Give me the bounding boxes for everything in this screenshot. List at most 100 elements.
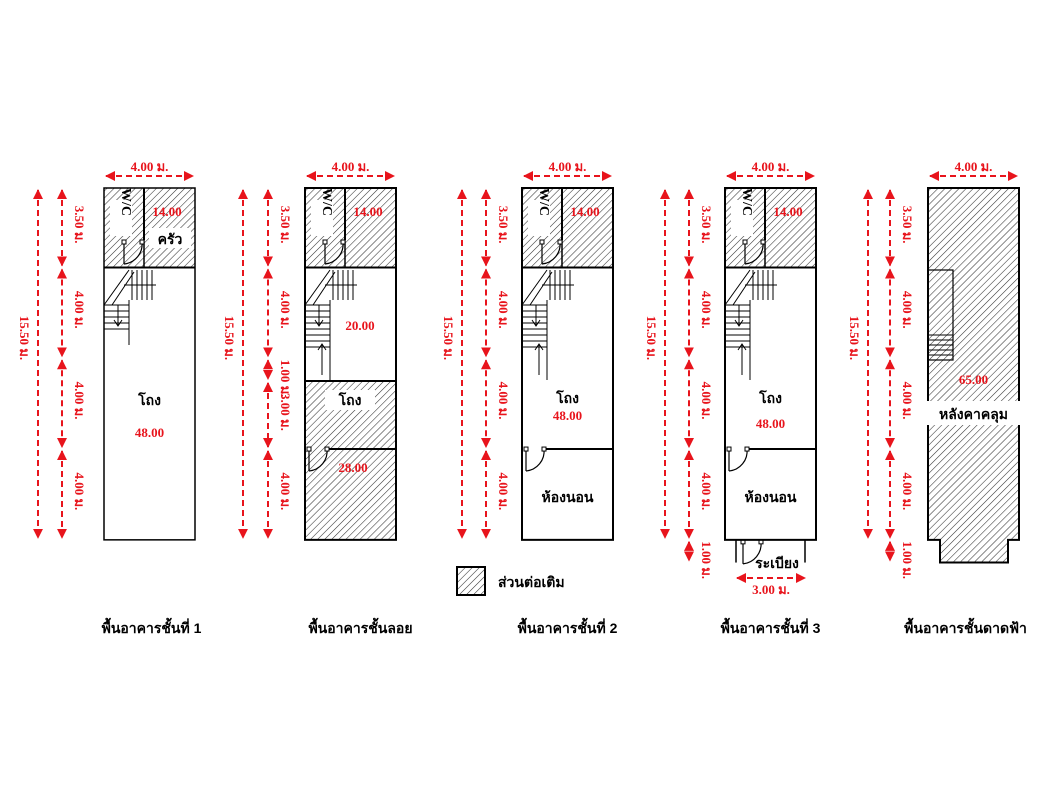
floor-plan-4: 4.00 ม.15.50 ม.3.50 ม.4.00 ม.4.00 ม.4.00… xyxy=(644,159,817,597)
segment-length-label: 3.00 ม. xyxy=(278,393,293,431)
segment-length-label: 4.00 ม. xyxy=(496,472,511,510)
top-area-label: 14.00 xyxy=(353,204,382,219)
wc-door-icon xyxy=(322,239,346,265)
staircase xyxy=(521,269,574,380)
outer-wall xyxy=(724,187,817,541)
width-dimension-label: 4.00 ม. xyxy=(549,159,587,174)
stair-up-arrow-icon xyxy=(317,343,327,375)
segment-length-label: 4.00 ม. xyxy=(72,382,87,420)
label-background xyxy=(325,390,375,410)
wall-line xyxy=(732,271,756,306)
floor-title: พื้นอาคารชั้นที่ 1 xyxy=(102,617,202,636)
top-area-label: 14.00 xyxy=(152,204,181,219)
wc-door-icon xyxy=(742,239,766,265)
total-length-label: 15.50 ม. xyxy=(17,316,32,360)
kitchen-label: ครัว xyxy=(158,232,183,248)
segment-length-label: 4.00 ม. xyxy=(72,472,87,510)
width-dimension-label: 4.00 ม. xyxy=(752,159,790,174)
staircase xyxy=(103,269,156,345)
stair-up-arrow-icon xyxy=(534,343,544,375)
floor-plan-3: 4.00 ม. 15.50 ม. 3.50 ม. 4.00 ม. 4.00 ม. 4.00… xyxy=(441,159,614,541)
wall-line xyxy=(103,269,130,306)
segment-length-label: 4.00 ม. xyxy=(699,291,714,329)
floor-title: พื้นอาคารชั้นที่ 2 xyxy=(518,617,618,636)
staircase xyxy=(724,269,777,380)
label-background xyxy=(528,200,550,236)
door-icon xyxy=(306,446,330,472)
segment-length-label: 1.00 ม. xyxy=(699,541,714,579)
segment-length-label: 4.00 ม. xyxy=(496,382,511,420)
hall-label: โถง xyxy=(555,389,579,407)
staircase xyxy=(304,269,357,380)
roof-cover-label: หลังคาคลุม xyxy=(939,407,1008,423)
bedroom-label: ห้องนอน xyxy=(744,490,796,506)
mezzanine-area-label: 20.00 xyxy=(345,318,374,333)
segment-length-label: 4.00 ม. xyxy=(900,472,915,510)
door-icon xyxy=(523,446,547,472)
balcony: ระเบียง xyxy=(735,539,806,572)
outer-wall xyxy=(103,187,196,541)
segment-length-label: 4.00 ม. xyxy=(278,291,293,329)
stair-arrow-icon xyxy=(314,305,324,327)
top-area-label: 14.00 xyxy=(570,204,599,219)
legend-label: ส่วนต่อเติม xyxy=(498,575,565,591)
segment-length-label: 4.00 ม. xyxy=(699,382,714,420)
segment-length-label: 4.00 ม. xyxy=(699,472,714,510)
roof-slab xyxy=(927,187,1020,564)
hall-label: โถง xyxy=(338,391,362,409)
label-background xyxy=(311,200,333,236)
wall-line xyxy=(111,271,135,306)
balcony-width-label: 3.00 ม. xyxy=(752,582,790,597)
segment-length-label: 1.00 ม. xyxy=(900,541,915,579)
bedroom-label: ห้องนอน xyxy=(541,490,593,506)
label-background xyxy=(110,200,132,236)
segment-length-label: 1.00 ม. xyxy=(278,360,293,398)
wall-line xyxy=(312,271,336,306)
door-icon xyxy=(726,446,750,472)
segment-length-label: 3.50 ม. xyxy=(900,206,915,244)
top-area-label: 14.00 xyxy=(773,204,802,219)
label-background xyxy=(731,200,753,236)
segment-length-label: 3.50 ม. xyxy=(699,206,714,244)
segment-length-label: 4.00 ม. xyxy=(900,382,915,420)
stair-up-arrow-icon xyxy=(737,343,747,375)
segment-length-label: 3.50 ม. xyxy=(278,206,293,244)
label-background xyxy=(149,228,191,248)
hall-label: โถง xyxy=(758,389,782,407)
legend: ส่วนต่อเติม xyxy=(456,566,565,596)
wc-door-icon xyxy=(121,239,145,265)
segment-length-label: 3.50 ม. xyxy=(496,206,511,244)
wc-label: W/C xyxy=(118,188,133,216)
hall-label: โถง xyxy=(137,391,161,409)
floor-title: พื้นอาคารชั้นดาดฟ้า xyxy=(904,617,1027,636)
outer-wall xyxy=(521,187,614,541)
outer-wall xyxy=(304,187,397,541)
floor-title: พื้นอาคารชั้นลอย xyxy=(308,617,412,636)
segment-length-label: 4.00 ม. xyxy=(278,472,293,510)
balcony-label: ระเบียง xyxy=(755,556,799,572)
segment-length-label: 4.00 ม. xyxy=(496,291,511,329)
segment-length-label: 4.00 ม. xyxy=(900,291,915,329)
wall-line xyxy=(724,269,751,306)
stair-arrow-icon xyxy=(531,305,541,327)
stair-arrow-icon xyxy=(734,305,744,327)
floor-plan-2: 4.00 ม.15.50 ม.3.50 ม.4.00 ม.1.00 ม.3.00… xyxy=(222,159,397,541)
total-length-label: 15.50 ม. xyxy=(441,316,456,360)
wc-label: W/C xyxy=(319,188,334,216)
hall-area-label: 48.00 xyxy=(135,425,164,440)
balcony-door-icon xyxy=(740,539,764,565)
width-dimension-label: 4.00 ม. xyxy=(332,159,370,174)
wc-label: W/C xyxy=(536,188,551,216)
width-dimension-label: 4.00 ม. xyxy=(131,159,169,174)
label-background xyxy=(926,401,1021,425)
roof-area-label: 65.00 xyxy=(959,372,988,387)
total-length-label: 15.50 ม. xyxy=(847,316,862,360)
hall-area-label: 48.00 xyxy=(756,416,785,431)
legend-hatch-swatch xyxy=(456,566,486,596)
wall-line xyxy=(304,269,331,306)
wc-label: W/C xyxy=(739,188,754,216)
rear-area-label: 28.00 xyxy=(338,460,367,475)
wc-door-icon xyxy=(539,239,563,265)
